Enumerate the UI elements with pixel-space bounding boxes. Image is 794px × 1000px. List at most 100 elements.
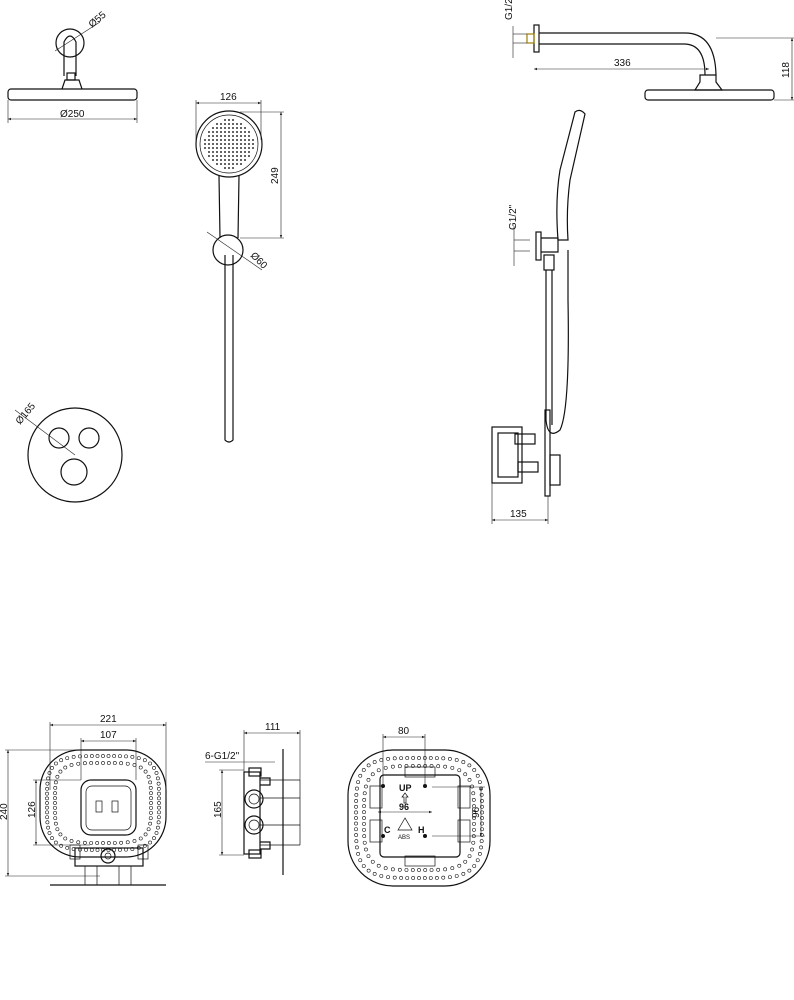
hole-dot bbox=[354, 792, 359, 797]
hole-dot bbox=[228, 147, 231, 150]
hole-dot bbox=[149, 810, 153, 815]
hole-dot bbox=[220, 163, 223, 166]
hand-shower-front-view: Ø60 126 249 bbox=[195, 92, 284, 443]
hole-dot bbox=[457, 863, 462, 868]
hole-dot bbox=[244, 139, 247, 142]
hole-dot bbox=[354, 821, 358, 826]
hole-dot bbox=[362, 797, 367, 802]
hole-dot bbox=[422, 876, 427, 880]
vertical-spacing-label: 96 bbox=[471, 806, 482, 818]
hole-dot bbox=[244, 143, 247, 146]
hole-dot bbox=[101, 754, 105, 758]
hole-dot bbox=[236, 143, 239, 146]
hole-dot bbox=[471, 840, 476, 845]
hole-dot bbox=[212, 143, 215, 146]
hole-dot bbox=[136, 756, 141, 760]
hole-dot bbox=[467, 868, 472, 873]
hole-dot bbox=[236, 123, 239, 126]
hole-dot bbox=[152, 836, 156, 841]
hole-dot bbox=[112, 841, 117, 845]
hole-dot bbox=[236, 151, 239, 154]
hole-dot bbox=[232, 135, 235, 138]
hole-dot bbox=[208, 143, 211, 146]
control-plate-view: Ø165 bbox=[14, 401, 123, 503]
hole-dot bbox=[397, 867, 402, 872]
hole-dot bbox=[417, 876, 421, 880]
hole-dot bbox=[454, 758, 459, 762]
side-depth-label: 111 bbox=[265, 722, 281, 733]
hole-dot bbox=[244, 147, 247, 150]
hole-dot bbox=[106, 761, 111, 765]
hole-dot bbox=[472, 810, 476, 815]
hole-dot bbox=[470, 847, 474, 852]
hole-dot bbox=[208, 147, 211, 150]
hole-dot bbox=[224, 119, 227, 122]
hole-dot bbox=[376, 768, 381, 773]
hole-dot bbox=[358, 858, 363, 863]
up-label: UP bbox=[399, 783, 412, 793]
hole-dot bbox=[156, 776, 160, 781]
hole-dot bbox=[101, 761, 105, 765]
hole-dot bbox=[423, 868, 428, 872]
plate-diameter-label: Ø165 bbox=[14, 401, 38, 427]
hole-dot bbox=[89, 754, 94, 758]
hole-dot bbox=[404, 868, 409, 872]
hole-dot bbox=[354, 804, 358, 809]
hole-dot bbox=[232, 147, 235, 150]
hole-dot bbox=[477, 780, 482, 785]
hole-dot bbox=[362, 791, 367, 796]
hole-dot bbox=[82, 840, 87, 845]
hole-dot bbox=[448, 756, 452, 761]
hole-dot bbox=[157, 801, 161, 805]
hole-dot bbox=[148, 840, 152, 845]
hole-dot bbox=[138, 836, 143, 841]
hole-dot bbox=[84, 754, 88, 758]
hole-dot bbox=[149, 796, 153, 801]
hole-dot bbox=[224, 143, 227, 146]
valve-bottom-view bbox=[50, 844, 166, 886]
hole-dot bbox=[47, 771, 52, 775]
valve-side-view: 111 6-G1/2" 165 bbox=[205, 722, 301, 875]
hole-dot bbox=[376, 863, 381, 868]
hole-dot bbox=[216, 127, 219, 130]
hole-dot bbox=[362, 816, 366, 820]
hole-dot bbox=[143, 769, 148, 774]
hole-dot bbox=[45, 801, 49, 805]
hole-dot bbox=[443, 867, 448, 872]
hole-dot bbox=[148, 821, 153, 826]
hole-dot bbox=[454, 874, 459, 878]
hole-dot bbox=[366, 868, 371, 873]
hole-dot bbox=[362, 810, 366, 815]
hole-dot bbox=[220, 143, 223, 146]
hole-dot bbox=[417, 868, 421, 872]
hole-dot bbox=[212, 147, 215, 150]
hole-dot bbox=[372, 760, 377, 764]
hole-dot bbox=[379, 758, 384, 762]
hole-dot bbox=[405, 756, 410, 760]
hole-dot bbox=[125, 840, 130, 845]
hole-dot bbox=[236, 155, 239, 158]
hole-dot bbox=[356, 780, 361, 785]
hole-dot bbox=[392, 756, 397, 761]
hole-dot bbox=[156, 825, 160, 830]
top-spacing-label: 80 bbox=[398, 726, 410, 737]
hole-dot bbox=[354, 827, 358, 832]
hole-dot bbox=[216, 135, 219, 138]
hole-dot bbox=[224, 163, 227, 166]
hole-dot bbox=[355, 786, 359, 791]
hand-shower-height-label: 249 bbox=[270, 167, 281, 184]
hole-dot bbox=[240, 139, 243, 142]
hole-dot bbox=[55, 774, 60, 779]
hole-dot bbox=[399, 756, 404, 760]
hole-dot bbox=[390, 764, 395, 769]
hole-dot bbox=[220, 135, 223, 138]
hole-dot bbox=[118, 848, 122, 852]
hole-dot bbox=[95, 754, 100, 758]
hole-dot bbox=[154, 831, 159, 835]
hole-dot bbox=[84, 848, 88, 852]
hole-dot bbox=[370, 859, 375, 864]
hole-dot bbox=[58, 832, 63, 837]
hole-dot bbox=[248, 135, 251, 138]
flange-diameter-label: Ø55 bbox=[87, 9, 109, 30]
hole-dot bbox=[149, 801, 153, 805]
